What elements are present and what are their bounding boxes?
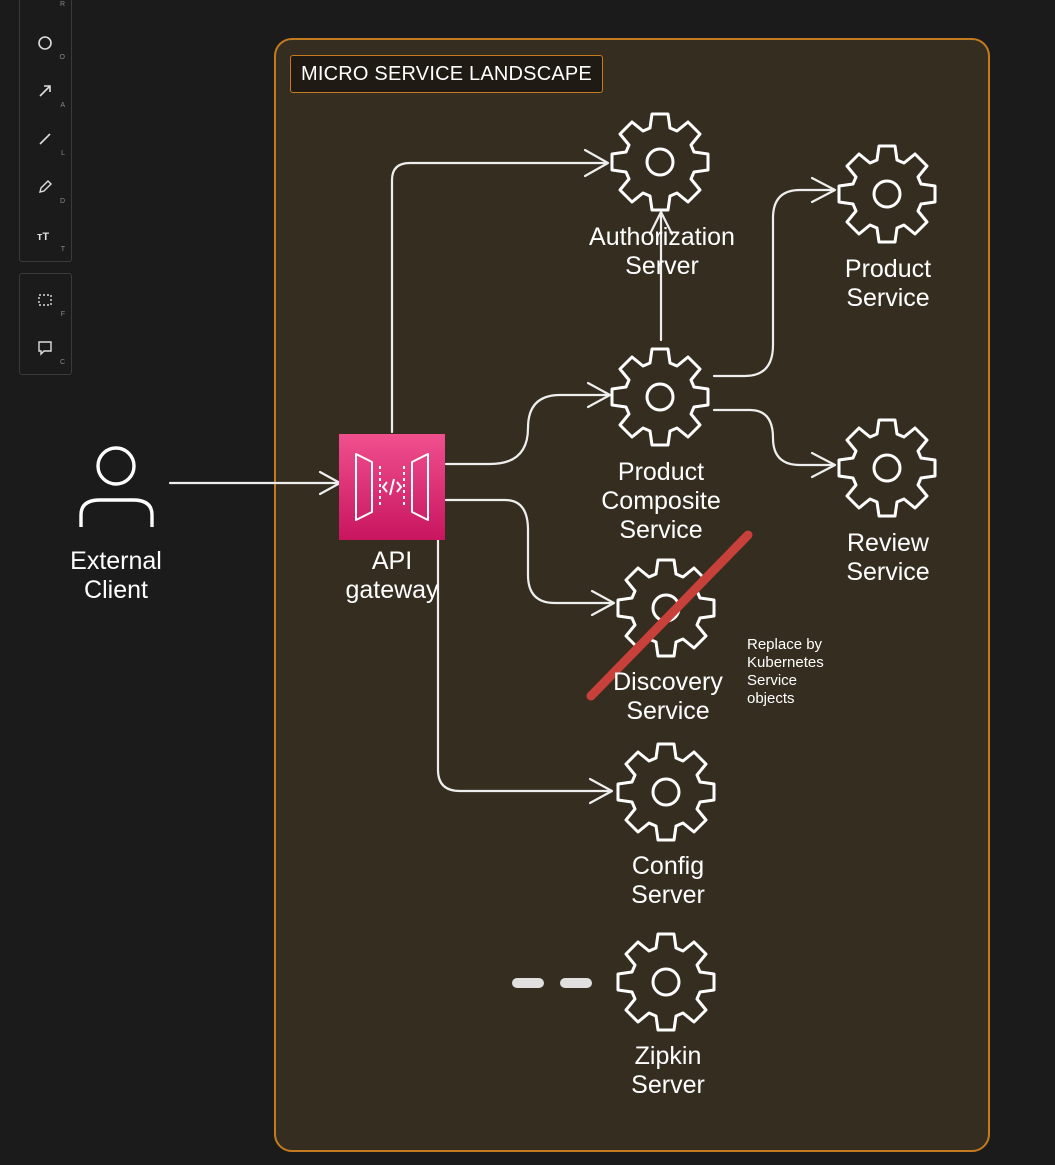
discovery-service-label[interactable]: Discovery Service: [613, 668, 723, 725]
person-icon[interactable]: [79, 446, 154, 527]
api-gateway-icon[interactable]: [339, 434, 445, 540]
comment-icon: [38, 341, 52, 356]
review-service-label[interactable]: Review Service: [846, 529, 930, 586]
tool-key: C: [59, 359, 65, 366]
product-composite-gear-icon[interactable]: [610, 347, 710, 447]
api-gateway-label[interactable]: API gateway: [345, 547, 439, 604]
kubernetes-annotation[interactable]: Replace by Kubernetes Service objects: [747, 636, 824, 707]
comment-tool[interactable]: C: [20, 326, 71, 370]
authorization-server-label[interactable]: Authorization Server: [589, 223, 735, 280]
arrow-gateway-discovery[interactable]: [444, 498, 614, 605]
ellipse-tool[interactable]: O: [20, 21, 71, 65]
svg-text:тT: тT: [37, 231, 49, 243]
product-composite-service-label[interactable]: Product Composite Service: [601, 458, 721, 544]
review-service-gear-icon[interactable]: [837, 418, 937, 518]
arrowhead: [583, 148, 610, 178]
arrowhead: [586, 381, 612, 409]
arrow-icon: [39, 85, 51, 97]
product-service-label[interactable]: Product Service: [844, 255, 932, 312]
ellipse-icon: [38, 36, 52, 50]
pencil-tool[interactable]: D: [20, 165, 71, 209]
arrow-tool[interactable]: A: [20, 69, 71, 113]
arrow-composite-review[interactable]: [712, 408, 834, 467]
arrow-gateway-config[interactable]: [436, 538, 612, 793]
discovery-service-gear-icon[interactable]: [616, 558, 716, 658]
drawing-toolbar: R O A L D тT T: [19, 0, 72, 262]
tool-key-partial: R: [59, 1, 65, 8]
arrowhead: [648, 210, 674, 236]
frame-icon: [38, 294, 52, 306]
line-tool[interactable]: L: [20, 117, 71, 161]
text-tool[interactable]: тT T: [20, 213, 71, 257]
arrow-composite-product[interactable]: [712, 188, 834, 378]
product-service-gear-icon[interactable]: [837, 144, 937, 244]
tool-key: D: [59, 198, 65, 205]
config-server-label[interactable]: Config Server: [631, 852, 705, 909]
arrowhead: [810, 176, 837, 204]
arrow-gateway-composite[interactable]: [444, 393, 610, 466]
arrowhead: [590, 589, 616, 617]
pencil-icon: [39, 180, 52, 193]
frame-title[interactable]: MICRO SERVICE LANDSCAPE: [290, 55, 603, 93]
connectors: [168, 148, 837, 805]
arrowhead: [588, 777, 614, 805]
text-icon: тT: [37, 231, 49, 243]
frame-tool[interactable]: F: [20, 278, 71, 322]
tool-key: F: [60, 311, 65, 318]
deprecated-strike-mark[interactable]: [586, 530, 753, 701]
arrow-gateway-authorization[interactable]: [390, 161, 607, 434]
tool-key: A: [60, 102, 65, 109]
authorization-server-gear-icon[interactable]: [610, 112, 710, 212]
arrowhead: [810, 451, 837, 479]
external-client-label[interactable]: External Client: [70, 547, 162, 604]
tool-key: L: [61, 150, 65, 157]
tool-key: O: [59, 54, 65, 61]
zipkin-server-gear-icon[interactable]: [616, 932, 716, 1032]
line-icon: [39, 133, 51, 145]
tool-key: T: [60, 246, 65, 253]
zipkin-server-label[interactable]: Zipkin Server: [631, 1042, 705, 1099]
drawing-toolbar-secondary: F C: [19, 273, 72, 375]
config-server-gear-icon[interactable]: [616, 742, 716, 842]
